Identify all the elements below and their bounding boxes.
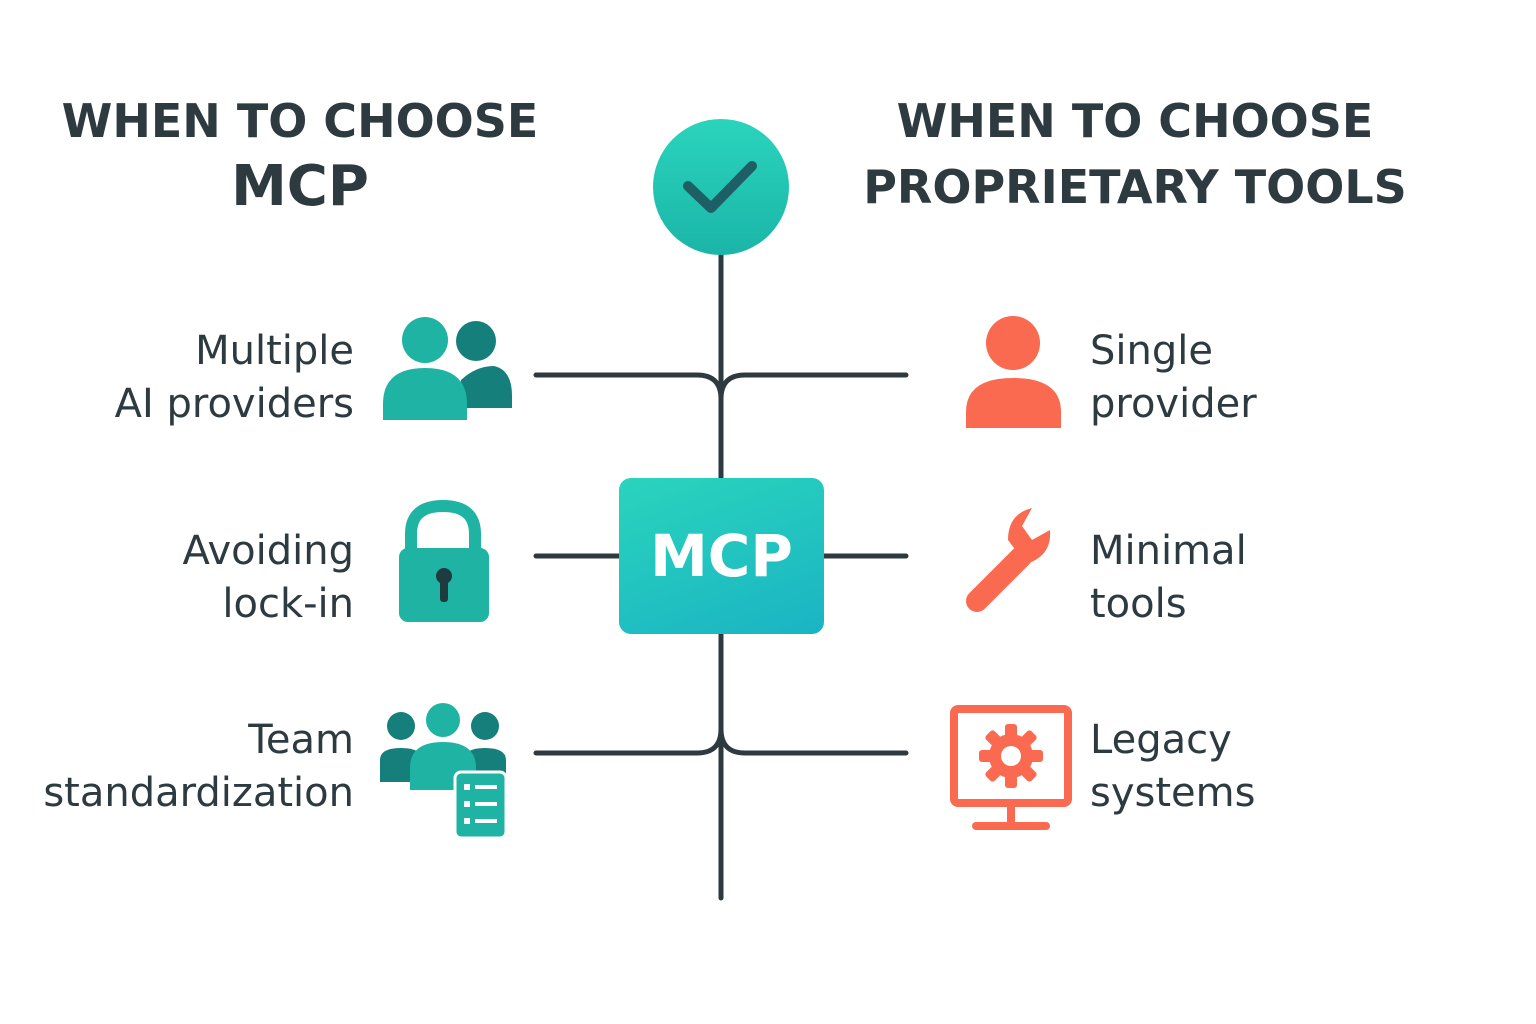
team-checklist-icon (380, 703, 508, 840)
left-item-label-line1: Multiple (195, 328, 354, 374)
left-item-multiple-providers: Multiple AI providers (115, 325, 354, 431)
left-item-label-line1: Avoiding (182, 528, 354, 574)
right-item-label-line2: provider (1090, 381, 1257, 427)
connector-lines (533, 252, 909, 901)
right-item-label-line1: Single (1090, 328, 1213, 374)
right-item-minimal-tools: Minimal tools (1090, 525, 1247, 631)
right-heading-line2: PROPRIETARY TOOLS (863, 160, 1407, 214)
right-item-label-line1: Legacy (1090, 717, 1232, 763)
right-item-single-provider: Single provider (1090, 325, 1257, 431)
user-icon (966, 316, 1061, 428)
right-heading-line1: WHEN TO CHOOSE (896, 94, 1374, 148)
left-item-avoiding-lock-in: Avoiding lock-in (182, 525, 354, 631)
monitor-gear-icon (950, 705, 1072, 830)
right-item-label-line1: Minimal (1090, 528, 1247, 574)
right-heading: WHEN TO CHOOSE PROPRIETARY TOOLS (850, 88, 1420, 220)
left-item-label-line1: Team (248, 717, 354, 763)
left-heading-line2: MCP (231, 154, 369, 219)
users-icon (383, 317, 512, 420)
left-item-label-line2: standardization (43, 770, 354, 816)
right-item-label-line2: tools (1090, 581, 1187, 627)
left-heading: WHEN TO CHOOSE MCP (40, 88, 560, 222)
mcp-center-label: MCP (650, 522, 793, 590)
lock-icon (399, 499, 489, 622)
wrench-icon (966, 508, 1051, 612)
left-item-label-line2: AI providers (114, 381, 354, 427)
branch-top (533, 372, 909, 402)
left-item-team-standardization: Team standardization (43, 714, 354, 820)
right-item-label-line2: systems (1090, 770, 1256, 816)
mcp-center-box: MCP (619, 478, 824, 634)
left-item-label-line2: lock-in (222, 581, 354, 627)
branch-bottom (533, 726, 909, 756)
check-circle-icon (653, 119, 789, 255)
right-item-legacy-systems: Legacy systems (1090, 714, 1255, 820)
left-heading-line1: WHEN TO CHOOSE (61, 94, 539, 148)
